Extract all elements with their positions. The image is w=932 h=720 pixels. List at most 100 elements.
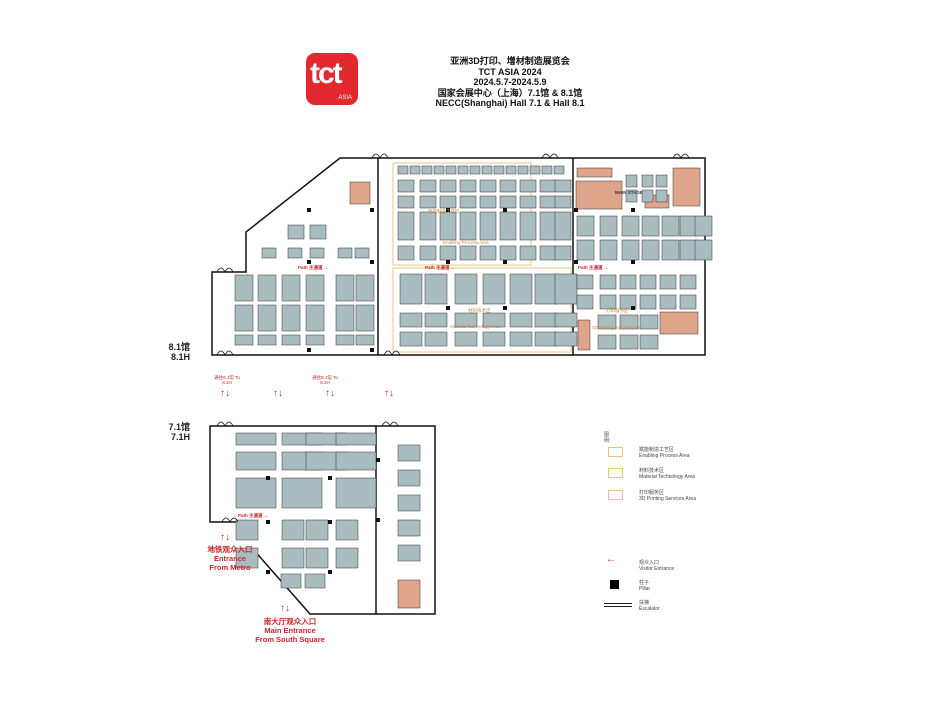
booth[interactable]: [235, 547, 259, 569]
booth[interactable]: [639, 334, 659, 350]
door-icon[interactable]: [221, 517, 239, 523]
booth[interactable]: [305, 274, 325, 302]
booth[interactable]: [619, 334, 639, 350]
door-icon[interactable]: [371, 153, 389, 159]
booth[interactable]: [639, 274, 657, 290]
booth[interactable]: [619, 274, 637, 290]
booth[interactable]: [281, 477, 323, 509]
booth[interactable]: [397, 195, 415, 209]
booth[interactable]: [659, 294, 677, 310]
booth[interactable]: [399, 312, 423, 328]
booth[interactable]: [397, 494, 421, 512]
booth[interactable]: [679, 274, 697, 290]
booth[interactable]: [397, 469, 421, 487]
door-icon[interactable]: [216, 350, 234, 356]
door-icon[interactable]: [216, 267, 234, 273]
booth[interactable]: [554, 195, 572, 209]
booth[interactable]: [554, 331, 578, 347]
booth[interactable]: [481, 165, 493, 175]
booth[interactable]: [641, 174, 654, 188]
booth[interactable]: [421, 165, 433, 175]
door-icon[interactable]: [383, 350, 401, 356]
booth[interactable]: [655, 189, 668, 203]
booth[interactable]: [621, 215, 640, 237]
south-entrance-label[interactable]: 南大厅观众入口 Main Entrance From South Square: [240, 617, 340, 644]
booth[interactable]: [397, 544, 421, 562]
booth[interactable]: [655, 174, 668, 188]
booth[interactable]: [355, 304, 375, 332]
booth[interactable]: [335, 274, 355, 302]
booth[interactable]: [257, 274, 277, 302]
booth[interactable]: [619, 294, 637, 310]
booth[interactable]: [661, 239, 680, 261]
feature-area[interactable]: [659, 311, 699, 335]
booth[interactable]: [281, 334, 301, 346]
booth[interactable]: [459, 211, 477, 241]
feature-area[interactable]: [397, 579, 421, 609]
booth[interactable]: [439, 211, 457, 241]
booth[interactable]: [459, 179, 477, 193]
booth[interactable]: [576, 215, 595, 237]
booth[interactable]: [439, 179, 457, 193]
booth[interactable]: [534, 331, 558, 347]
booth[interactable]: [457, 165, 469, 175]
door-icon[interactable]: [216, 421, 234, 427]
booth[interactable]: [287, 247, 303, 259]
booth[interactable]: [509, 331, 533, 347]
booth[interactable]: [641, 215, 660, 237]
booth[interactable]: [354, 247, 370, 259]
booth[interactable]: [479, 179, 497, 193]
main-stage[interactable]: [575, 180, 623, 210]
booth[interactable]: [439, 245, 457, 261]
booth[interactable]: [397, 245, 415, 261]
booth[interactable]: [554, 179, 572, 193]
escalator-arrows[interactable]: ↑↓: [273, 388, 283, 399]
booth[interactable]: [659, 274, 677, 290]
booth[interactable]: [534, 273, 558, 305]
booth[interactable]: [281, 519, 305, 541]
booth[interactable]: [479, 195, 497, 209]
booth[interactable]: [519, 245, 537, 261]
booth[interactable]: [597, 314, 617, 330]
booth[interactable]: [424, 312, 448, 328]
booth[interactable]: [355, 334, 375, 346]
booth[interactable]: [235, 432, 277, 446]
booth[interactable]: [397, 519, 421, 537]
south-entrance-arrows[interactable]: ↑↓: [280, 603, 290, 614]
booth[interactable]: [459, 245, 477, 261]
booth[interactable]: [599, 239, 618, 261]
booth[interactable]: [234, 304, 254, 332]
booth[interactable]: [619, 314, 639, 330]
booth[interactable]: [505, 165, 517, 175]
booth[interactable]: [641, 239, 660, 261]
booth[interactable]: [424, 331, 448, 347]
booth[interactable]: [281, 274, 301, 302]
booth[interactable]: [539, 195, 557, 209]
booth[interactable]: [553, 165, 565, 175]
booth[interactable]: [554, 273, 578, 305]
booth[interactable]: [304, 573, 326, 589]
booth[interactable]: [661, 215, 680, 237]
booth[interactable]: [517, 165, 529, 175]
booth[interactable]: [419, 245, 437, 261]
booth[interactable]: [694, 215, 713, 237]
booth[interactable]: [509, 273, 533, 305]
booth[interactable]: [257, 304, 277, 332]
booth[interactable]: [397, 211, 415, 241]
booth[interactable]: [337, 247, 353, 259]
feature-area[interactable]: [672, 167, 701, 207]
booth[interactable]: [235, 477, 277, 509]
booth[interactable]: [234, 334, 254, 346]
booth[interactable]: [499, 211, 517, 241]
metro-entrance-arrows[interactable]: ↑↓: [220, 532, 230, 543]
booth[interactable]: [235, 519, 259, 541]
booth[interactable]: [597, 334, 617, 350]
booth[interactable]: [234, 274, 254, 302]
booth[interactable]: [482, 331, 506, 347]
booth[interactable]: [499, 179, 517, 193]
booth[interactable]: [335, 477, 377, 509]
booth[interactable]: [509, 312, 533, 328]
booth[interactable]: [335, 519, 359, 541]
booth[interactable]: [554, 312, 578, 328]
booth[interactable]: [445, 165, 457, 175]
